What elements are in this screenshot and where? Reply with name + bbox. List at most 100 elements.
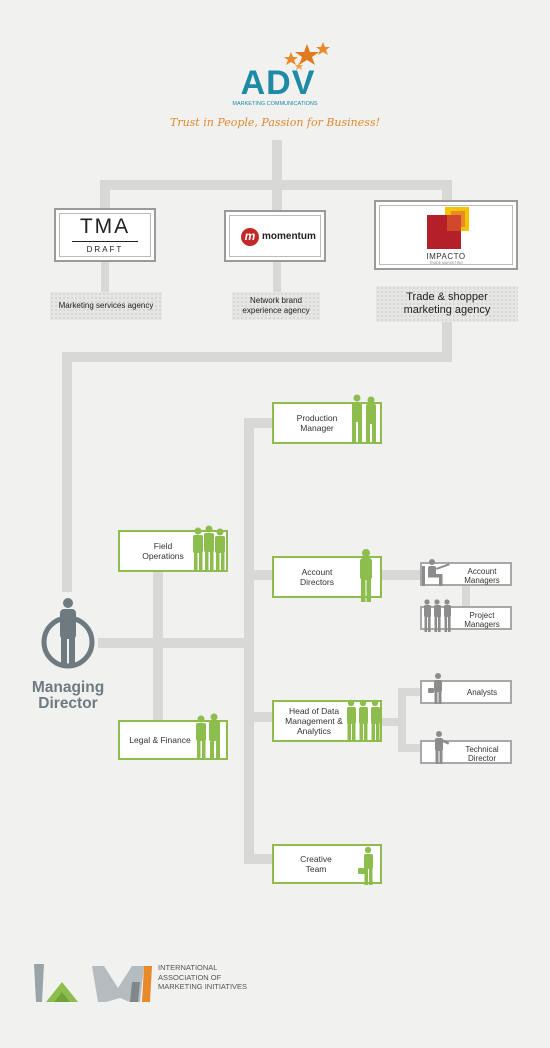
- agency-tma-logo-box: TMA DRAFT: [54, 208, 156, 262]
- iami-line: INTERNATIONAL: [158, 963, 218, 972]
- connector: [98, 638, 254, 648]
- role-text-line: Management &: [285, 716, 343, 726]
- role-text-line: Creative: [300, 854, 332, 864]
- sub-role-account-managers: Account Managers: [420, 559, 512, 586]
- role-text-line: Field: [153, 541, 173, 551]
- connector: [153, 570, 163, 722]
- connector: [398, 744, 420, 752]
- role-field-operations: Field Operations: [118, 525, 228, 572]
- agency-momentum-logo-box: m momentum: [224, 210, 326, 262]
- connector: [244, 712, 272, 722]
- iami-line: INITIATIVES: [204, 982, 248, 991]
- sub-role-technical-director: Technical Director: [420, 731, 512, 764]
- connector: [62, 352, 452, 362]
- connector: [382, 570, 420, 580]
- managing-director-icon: [41, 598, 95, 669]
- sub-role-text-line: Project: [469, 611, 495, 620]
- sub-role-text-line: Managers: [464, 620, 500, 629]
- impacto-logo-sub: TRADE MARKETING: [429, 261, 463, 265]
- sub-role-text-line: Director: [467, 754, 496, 763]
- stars-icon: [284, 42, 330, 70]
- role-account-directors-text: Account Directors: [274, 567, 360, 587]
- connector: [62, 352, 72, 592]
- connector: [272, 140, 282, 184]
- role-text-line: Manager: [300, 423, 334, 433]
- agency-impacto-label: Trade & shopper marketing agency: [376, 286, 518, 322]
- connector: [462, 586, 470, 608]
- role-text-line: Team: [305, 864, 327, 874]
- connector: [244, 418, 272, 428]
- project-team-icon: [424, 599, 451, 632]
- sub-role-text-line: Managers: [464, 576, 500, 585]
- tma-logo-sub: DRAFT: [86, 245, 124, 254]
- connector: [442, 180, 452, 202]
- iami-text: INTERNATIONAL ASSOCIATION OF MARKETING I…: [158, 963, 258, 992]
- sub-role-text-line: Technical: [465, 745, 499, 754]
- analyst-icon: [428, 673, 442, 704]
- sub-role-text-line: Account: [467, 567, 497, 576]
- connector: [382, 718, 406, 726]
- connector: [244, 570, 272, 580]
- impacto-squares-icon: [427, 207, 469, 249]
- role-legal-finance: Legal & Finance: [118, 713, 228, 760]
- sub-role-account-managers-text: Account Managers: [454, 567, 510, 585]
- connector: [398, 688, 420, 696]
- field-team-icon: [193, 525, 225, 572]
- role-creative-team: Creative Team: [272, 844, 382, 885]
- connector: [442, 320, 452, 362]
- sub-role-project-managers: Project Managers: [420, 599, 512, 632]
- sub-role-analysts-text: Analysts: [454, 688, 510, 697]
- managing-director-line2: Director: [38, 695, 98, 712]
- managing-director-title: Managing Director: [18, 680, 118, 712]
- momentum-mark-icon: m: [241, 228, 259, 246]
- seated-person-icon: [422, 559, 450, 586]
- connector: [100, 180, 110, 210]
- connector: [244, 854, 272, 864]
- brand-subtitle: MARKETING COMMUNICATIONS: [232, 101, 318, 107]
- iami-line: OF MARKETING: [158, 972, 222, 992]
- role-text-line: Operations: [142, 551, 184, 561]
- role-head-of-data-text: Head of Data Management & Analytics: [274, 706, 354, 736]
- role-account-directors: Account Directors: [272, 549, 382, 602]
- role-production-manager-text: Production Manager: [274, 413, 360, 433]
- role-legal-finance-text: Legal & Finance: [120, 735, 200, 745]
- tagline: Trust in People, Passion for Business!: [169, 116, 380, 129]
- role-production-manager: Production Manager: [272, 394, 382, 444]
- role-text-line: Legal & Finance: [129, 735, 191, 745]
- agency-impacto-logo-box: IMPACTO TRADE MARKETING: [374, 200, 518, 270]
- momentum-logo: momentum: [262, 231, 316, 242]
- connector: [272, 180, 282, 210]
- role-text-line: Analytics: [296, 726, 331, 736]
- iami-logo-icon: [34, 964, 152, 1002]
- tma-logo: TMA: [79, 215, 131, 238]
- connector: [101, 262, 109, 292]
- agency-impacto-label-text: Trade & shopper marketing agency: [403, 291, 491, 316]
- adv-logo: ADV MARKETING COMMUNICATIONS: [225, 40, 330, 112]
- iami-line: ASSOCIATION: [158, 972, 209, 982]
- agency-momentum-label-text: Network brand experience agency: [242, 296, 310, 315]
- technical-director-icon: [435, 731, 450, 764]
- role-text-line: Directors: [299, 577, 334, 587]
- tma-logo-rule: [72, 241, 138, 242]
- sub-role-analysts: Analysts: [420, 673, 512, 704]
- creative-icon: [358, 846, 373, 885]
- role-text-line: Account: [301, 567, 333, 577]
- sub-role-project-managers-text: Project Managers: [454, 611, 510, 629]
- legal-finance-team-icon: [196, 713, 220, 760]
- account-director-icon: [360, 549, 372, 602]
- role-field-operations-text: Field Operations: [120, 541, 206, 561]
- sub-role-text-line: Analysts: [466, 688, 498, 697]
- managing-director-line1: Managing: [31, 679, 105, 696]
- production-team-icon: [352, 394, 376, 444]
- impacto-logo: IMPACTO: [426, 252, 466, 261]
- role-head-of-data: Head of Data Management & Analytics: [272, 699, 382, 742]
- data-team-icon: [347, 699, 380, 742]
- sub-role-technical-director-text: Technical Director: [454, 745, 510, 763]
- role-creative-team-text: Creative Team: [274, 854, 358, 874]
- role-text-line: Production: [296, 413, 338, 423]
- connector: [273, 262, 281, 292]
- agency-tma-label: Marketing services agency: [50, 292, 162, 320]
- connector: [398, 688, 406, 752]
- role-text-line: Head of Data: [288, 706, 340, 716]
- brand-name: ADV: [240, 64, 316, 102]
